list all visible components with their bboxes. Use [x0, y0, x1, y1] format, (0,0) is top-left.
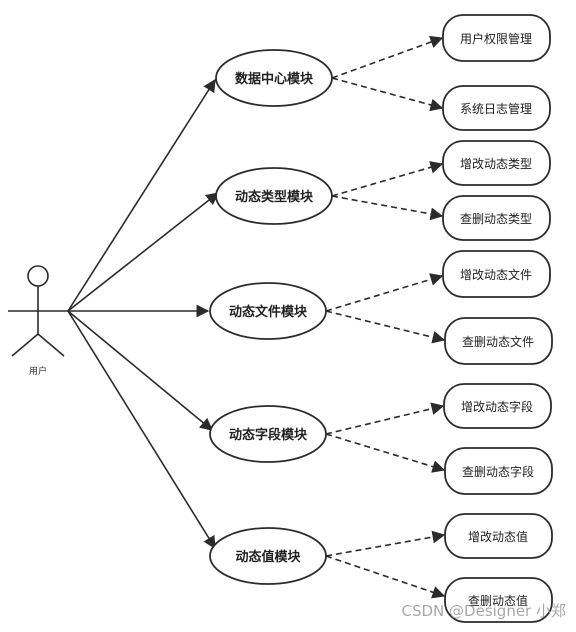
assoc-line-dynamic-type [67, 192, 220, 312]
actor-left-leg [11, 333, 39, 357]
function-box-2a [442, 140, 551, 186]
function-label-3a: 增改动态文件 [460, 267, 532, 282]
function-box-1b [442, 85, 551, 131]
function-box-4b [444, 447, 553, 495]
function-label-1a: 用户权限管理 [460, 31, 532, 46]
module-ellipse-dynamic-file [209, 282, 327, 340]
module-label-dynamic-value: 动态值模块 [235, 549, 301, 565]
function-label-2b: 查删动态类型 [460, 212, 532, 226]
actor-label: 用户 [29, 365, 47, 377]
actor-head [27, 265, 49, 287]
module-ellipse-data-center [215, 49, 333, 107]
actor-right-leg [37, 333, 65, 357]
include-line-4a [325, 402, 445, 435]
module-label-dynamic-type: 动态类型模块 [235, 189, 314, 205]
function-box-1a [442, 14, 551, 62]
include-line-3a [325, 273, 444, 312]
watermark: CSDN @Designer 小郑 [402, 602, 567, 620]
assoc-line-data-center [67, 78, 216, 312]
function-label-4a: 增改动态字段 [461, 399, 533, 414]
actor-associations [67, 78, 220, 550]
module-ellipse-dynamic-field [209, 405, 327, 463]
include-line-4b [325, 433, 446, 473]
module-ellipses [209, 49, 333, 585]
module-label-data-center: 数据中心模块 [235, 71, 314, 87]
assoc-line-dynamic-field [67, 310, 213, 431]
function-label-1b: 系统日志管理 [460, 101, 532, 116]
include-line-5a [325, 530, 446, 557]
function-box-4a [443, 383, 552, 429]
include-line-1b [331, 77, 444, 112]
include-line-5b [325, 555, 446, 599]
function-box-5a [444, 513, 553, 559]
actor-user: 用户 [8, 265, 68, 377]
function-boxes [442, 14, 553, 623]
function-box-2b [442, 195, 551, 241]
function-labels: 用户权限管理 系统日志管理 增改动态类型 查删动态类型 增改动态文件 查删动态文… [460, 31, 534, 608]
module-ellipse-dynamic-value [209, 527, 327, 585]
module-ellipse-dynamic-type [215, 167, 333, 225]
function-label-4b: 查删动态字段 [462, 464, 534, 479]
include-line-3b [325, 310, 446, 344]
include-relations [325, 35, 446, 599]
module-label-dynamic-file: 动态文件模块 [229, 304, 308, 320]
function-box-3a [442, 250, 551, 298]
function-label-3b: 查删动态文件 [462, 334, 534, 349]
include-line-2b [331, 195, 444, 221]
assoc-line-dynamic-value [67, 310, 216, 550]
include-line-2a [331, 161, 444, 197]
function-label-5a: 增改动态值 [468, 529, 528, 544]
function-box-5b [444, 577, 553, 623]
function-box-3b [444, 317, 553, 365]
module-labels: 数据中心模块 动态类型模块 动态文件模块 动态字段模块 动态值模块 [229, 71, 314, 565]
module-label-dynamic-field: 动态字段模块 [229, 427, 308, 443]
include-line-1a [331, 35, 444, 79]
function-label-2a: 增改动态类型 [460, 157, 532, 171]
function-label-5b: 查删动态值 [468, 593, 528, 608]
